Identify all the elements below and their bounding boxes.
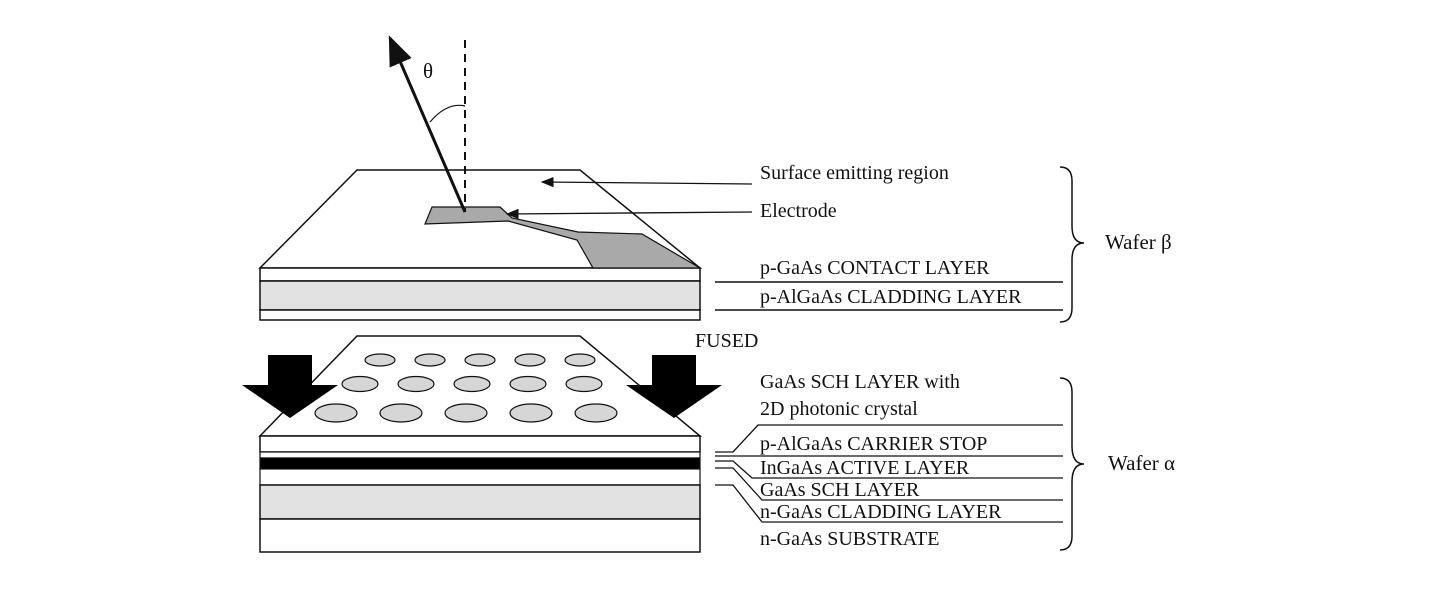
n-gaas-substrate-layer — [259, 518, 701, 553]
wafer-alpha-label: Wafer α — [1108, 451, 1176, 475]
photonic-crystal-hole — [314, 403, 358, 423]
p-algaas-cladding-label: p-AlGaAs CLADDING LAYER — [760, 286, 1022, 308]
photonic-crystal-holes — [314, 353, 618, 423]
wafer-alpha-leaders — [715, 424, 1063, 523]
emission-arrow — [388, 35, 467, 213]
angle-arc — [429, 104, 466, 123]
electrode-label: Electrode — [760, 200, 837, 222]
p-gaas-contact-label: p-GaAs CONTACT LAYER — [760, 257, 990, 279]
gaas-sch-photonic-label-line2: 2D photonic crystal — [760, 398, 918, 420]
photonic-crystal-hole — [565, 375, 603, 393]
wafer-beta-bottom-layer — [259, 309, 701, 321]
n-gaas-cladding-label: n-GaAs CLADDING LAYER — [760, 501, 1002, 523]
photonic-crystal-hole — [414, 353, 446, 367]
n-gaas-cladding-layer — [259, 484, 701, 520]
photonic-crystal-hole — [509, 375, 547, 393]
gaas-sch-layer — [259, 468, 701, 486]
photonic-crystal-hole — [564, 353, 596, 367]
fused-arrow-right — [626, 355, 722, 418]
ingaas-active-label: InGaAs ACTIVE LAYER — [760, 457, 970, 479]
photonic-crystal-hole — [453, 375, 491, 393]
gaas-sch-photonic-label-line1: GaAs SCH LAYER with — [760, 371, 960, 393]
angle-theta-label: θ — [423, 59, 434, 83]
gaas-sch-photonic-layer — [259, 435, 701, 453]
p-algaas-carrier-stop-label: p-AlGaAs CARRIER STOP — [760, 433, 988, 455]
photonic-crystal-hole — [574, 403, 618, 423]
wafer-alpha-brace — [1059, 377, 1085, 551]
photonic-crystal-hole — [509, 403, 553, 423]
wafer-beta-label: Wafer β — [1105, 230, 1172, 254]
surface-emitting-region-label: Surface emitting region — [760, 162, 949, 184]
photonic-crystal-hole — [444, 403, 488, 423]
electrode-leader-arrow — [505, 208, 753, 220]
wafer-beta-block — [258, 169, 703, 321]
surface-leader-arrow — [540, 176, 753, 188]
p-algaas-carrier-stop-layer — [259, 451, 701, 459]
photonic-crystal-hole — [514, 353, 546, 367]
photonic-crystal-hole — [364, 353, 396, 367]
wafer-beta-brace — [1059, 166, 1085, 323]
wafer-alpha-block — [258, 335, 703, 553]
p-algaas-cladding-layer — [259, 280, 701, 311]
photonic-crystal-hole — [379, 403, 423, 423]
photonic-crystal-hole — [464, 353, 496, 367]
fused-label: FUSED — [695, 330, 759, 352]
photonic-crystal-hole — [397, 375, 435, 393]
gaas-sch-label: GaAs SCH LAYER — [760, 479, 920, 501]
fused-arrow-left — [242, 355, 338, 418]
p-gaas-contact-layer — [259, 267, 701, 282]
n-gaas-substrate-label: n-GaAs SUBSTRATE — [760, 528, 940, 550]
photonic-crystal-hole — [341, 375, 379, 393]
ingaas-active-layer — [259, 457, 701, 470]
